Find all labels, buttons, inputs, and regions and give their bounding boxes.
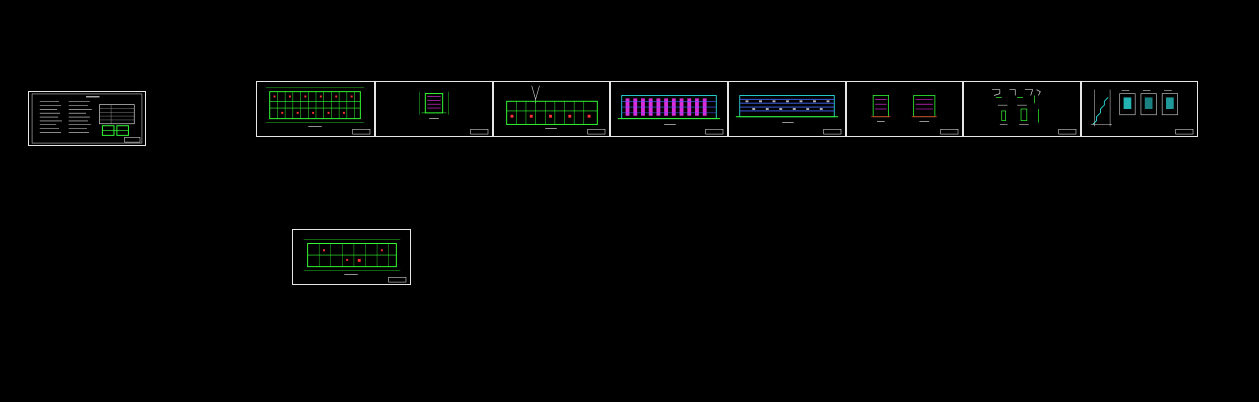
sheet-sections[interactable] <box>846 81 963 137</box>
stair-details-drawing <box>1090 89 1194 135</box>
sheet-elevation-rear[interactable] <box>728 81 846 137</box>
sheet-floor-plan-detail[interactable] <box>493 81 610 137</box>
elevation-rear-drawing <box>735 95 842 135</box>
sheet-elevation-front[interactable] <box>610 81 728 137</box>
roof-plan-drawing <box>303 239 407 283</box>
section-small-drawing <box>419 91 489 135</box>
floor-plan-detail-drawing <box>506 85 606 135</box>
sheet-roof-plan[interactable] <box>292 229 411 285</box>
sections-drawing <box>871 95 959 135</box>
sheet-details[interactable] <box>963 81 1081 137</box>
cover-sheet[interactable] <box>28 91 146 146</box>
floor-plan-1-drawing <box>265 87 371 135</box>
cover-sheet-drawing <box>31 93 143 144</box>
sheet-floor-plan-1[interactable] <box>256 81 375 137</box>
elevation-front-drawing <box>617 95 724 135</box>
sheet-stair-details[interactable] <box>1081 81 1198 137</box>
sheet-section-small[interactable] <box>375 81 493 137</box>
details-drawing <box>992 89 1077 135</box>
